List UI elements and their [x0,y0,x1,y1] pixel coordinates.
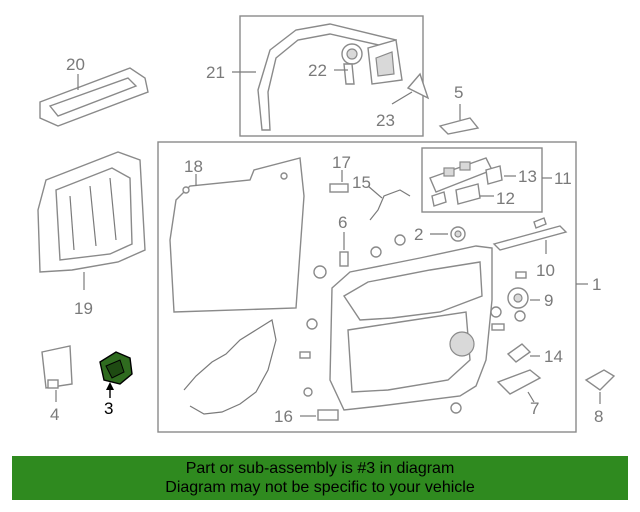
part-11-switch-assembly [429,157,493,207]
leader-15 [367,185,383,199]
part-13-switch [485,165,503,185]
callout-10: 10 [536,261,555,280]
callout-20: 20 [66,55,85,74]
callout-16: 16 [274,407,293,426]
leader-3-arrow [106,382,114,390]
callout-8: 8 [594,407,603,426]
part-7-handle-bezel [496,369,542,395]
callout-23: 23 [376,111,395,130]
callout-13: 13 [518,167,537,186]
part-10-trim-strip [492,217,568,251]
callout-5: 5 [454,83,463,102]
callout-2: 2 [414,225,423,244]
part-23-cover [406,72,430,100]
callout-4: 4 [50,405,59,424]
info-banner: Part or sub-assembly is #3 in diagram Di… [12,456,628,500]
callout-7: 7 [530,399,539,418]
part-5-cover [438,117,480,135]
part-4-switch [41,345,73,389]
part-upper-bracket [367,39,403,85]
part-19-frame [37,151,146,273]
callout-9: 9 [544,291,553,310]
door-group-frame [157,141,577,433]
part-8-handle [584,369,616,391]
upper-group-frame [239,15,424,137]
callout-14: 14 [544,347,563,366]
callout-11: 11 [554,169,572,188]
part-22-tweeter [341,43,363,85]
part-1-door-trim-panel [329,245,493,411]
part-2-retainer [450,226,466,242]
wiring-harness [183,319,277,415]
part-18-deflector [169,157,305,313]
fasteners [299,234,527,414]
banner-line-1: Part or sub-assembly is #3 in diagram [185,460,455,477]
part-9-speaker [507,287,529,309]
callout-1: 1 [592,275,601,294]
part-3-highlighted [99,351,133,385]
callout-21: 21 [206,63,225,82]
switch-group-frame [421,147,543,213]
part-17-pad [329,183,349,193]
callout-18: 18 [184,157,203,176]
parts-diagram: 20 19 4 3 21 22 2 [37,15,616,433]
part-14-pad [506,343,532,363]
part-15-harness [369,189,411,221]
part-20-panel [39,67,149,127]
leader-7 [527,391,535,403]
callout-22: 22 [308,61,327,80]
part-16-bumper [317,409,339,421]
part-12-switch [455,183,481,205]
leader-23 [391,91,413,105]
callout-6: 6 [338,213,347,232]
banner-line-2: Diagram may not be specific to your vehi… [165,479,475,496]
callout-19: 19 [74,299,93,318]
callout-3: 3 [104,399,113,418]
part-6-clip [339,251,349,267]
callout-17: 17 [332,153,351,172]
callout-15: 15 [352,173,371,192]
callout-12: 12 [496,189,515,208]
